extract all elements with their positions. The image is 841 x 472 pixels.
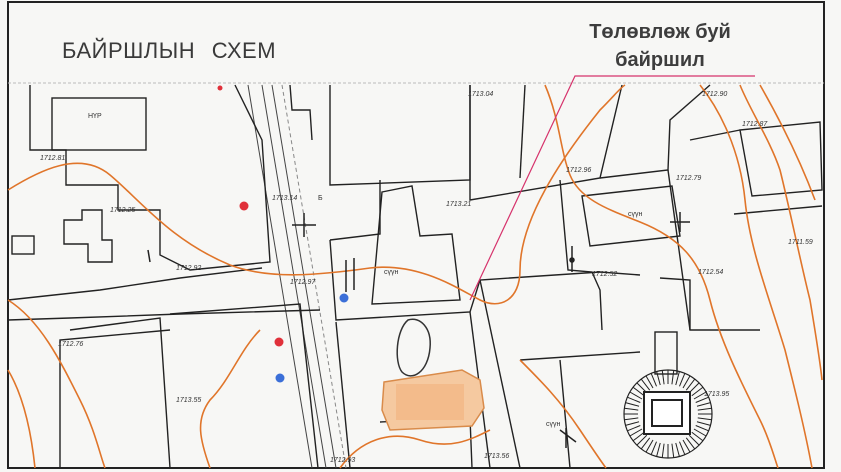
elevation-label: 1712.87: [742, 121, 768, 128]
map-header: БАЙРШЛЫН СХЕМ Төлөвлөж буй байршил: [0, 0, 841, 82]
tower-hatch-line: [661, 370, 665, 385]
tower-hatch-line: [640, 437, 651, 450]
tower-hatch-line: [645, 375, 654, 389]
tower-hatch-line: [691, 431, 704, 442]
elevation-label: 1712.96: [566, 167, 591, 174]
tower-hatch-line: [636, 434, 648, 446]
planned-location-line2: байршил: [615, 49, 705, 71]
tower-hatch-line: [671, 370, 675, 385]
tower-hatch-line: [671, 443, 675, 458]
map-title: БАЙРШЛЫН СХЕМ: [62, 38, 277, 63]
tower-hatch-line: [625, 421, 640, 426]
planned-location-label: Төлөвлөж буй байршил: [570, 18, 750, 74]
building-label: сүүн: [546, 421, 561, 428]
tower-hatch-line: [688, 434, 700, 446]
tower-hatch-line: [697, 417, 712, 421]
building-label: сүүн: [384, 269, 399, 276]
elevation-label: 1712.76: [58, 341, 83, 348]
building-label: Б: [318, 195, 323, 202]
elevation-label: 1712.97: [290, 279, 316, 286]
contour-lines: [7, 84, 823, 469]
elevation-label: 1712.93: [330, 457, 355, 464]
tower-hatch-line: [696, 421, 711, 426]
elevation-labels: 1712.90 1713.04 1712.87 1712.96 1712.79 …: [40, 91, 813, 464]
tower-hatch-line: [645, 439, 654, 453]
tower-hatch-line: [682, 439, 691, 453]
elevation-label: 1713.55: [176, 397, 201, 404]
elevation-label: 1712.25: [110, 207, 135, 214]
tower-hatch-line: [625, 402, 640, 407]
elevation-label: 1713.04: [468, 91, 493, 98]
tower-hatch-line: [629, 428, 643, 437]
tower-hatch-line: [624, 407, 639, 411]
tower-hatch-line: [627, 425, 641, 432]
tower-structure: [623, 369, 713, 459]
tower-hatch-line: [640, 378, 651, 391]
parcel-lines: [7, 84, 823, 469]
building-label: НҮР: [88, 113, 102, 120]
tower-hatch-line: [679, 373, 686, 387]
tower-hatch-line: [693, 428, 707, 437]
elevation-label: 1713.95: [704, 391, 729, 398]
tower-hatch-line: [682, 375, 691, 389]
tower-hatch-line: [650, 441, 657, 455]
tower-hatch-line: [679, 441, 686, 455]
tower-hatch-line: [675, 442, 680, 457]
tower-hatch-line: [675, 371, 680, 386]
elevation-label: 1712.79: [676, 175, 701, 182]
elevation-label: 1713.56: [484, 453, 509, 460]
planned-building: [381, 369, 485, 431]
tower-hatch-line: [696, 402, 711, 407]
elevation-label: 1712.92: [176, 265, 201, 272]
tower-hatch-line: [624, 417, 639, 421]
elevation-label: 1712.81: [40, 155, 65, 162]
tower-hatch-line: [656, 442, 661, 457]
survey-crosses: [147, 212, 690, 448]
tower-hatch-line: [632, 431, 645, 442]
marker-red-3: [217, 85, 223, 91]
planned-location-line1: Төлөвлөж буй: [589, 21, 731, 43]
marker-red-2: [274, 337, 284, 347]
tower-hatch-line: [685, 378, 696, 391]
tower-hatch-line: [661, 443, 665, 458]
tower-hatch-line: [691, 386, 704, 397]
elevation-label: 1712.54: [698, 269, 723, 276]
planned-site-leader: [469, 75, 755, 301]
road: [247, 84, 347, 469]
tower-hatch-line: [632, 386, 645, 397]
elevation-label: 1712.90: [702, 91, 727, 98]
elevation-label: 1713.14: [272, 195, 297, 202]
marker-blue-1: [275, 373, 285, 383]
map-frame: [7, 1, 825, 469]
tower-hatch-line: [685, 437, 696, 450]
tower-hatch-line: [629, 391, 643, 400]
parking-oval: [396, 318, 431, 377]
tower-hatch-line: [697, 407, 712, 411]
elevation-label: 1712.52: [592, 271, 617, 278]
tower-hatch-line: [650, 373, 657, 387]
building-label: сүүн: [628, 211, 643, 218]
marker-red-1: [239, 201, 249, 211]
elevation-label: 1711.59: [788, 239, 813, 246]
tower-hatch-line: [695, 396, 709, 403]
elevation-label: 1713.21: [446, 201, 471, 208]
marker-blue-2: [339, 293, 349, 303]
tower-hatch-line: [693, 391, 707, 400]
tower-hatch-line: [695, 425, 709, 432]
building-labels: НҮР сүүн сүүн сүүн Б: [88, 113, 643, 428]
tower-hatch-line: [627, 396, 641, 403]
tower-hatch-line: [656, 371, 661, 386]
